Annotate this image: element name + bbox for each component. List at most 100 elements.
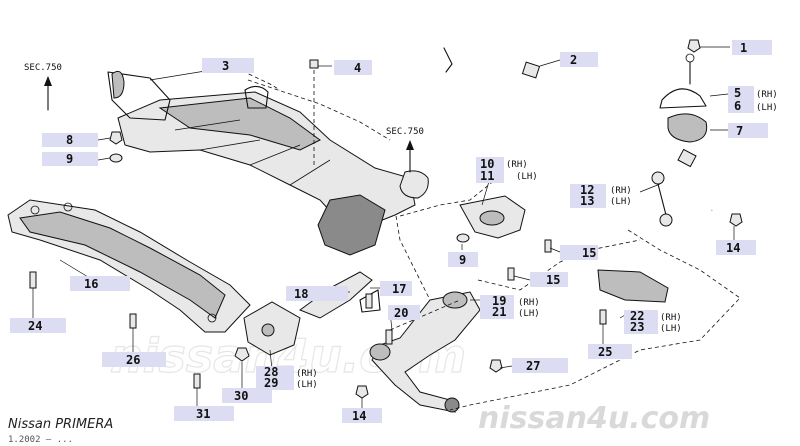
svg-text:25: 25 bbox=[598, 345, 612, 359]
side-bracket bbox=[597, 269, 669, 303]
svg-text:24: 24 bbox=[28, 319, 42, 333]
nut-30 bbox=[234, 347, 250, 390]
svg-text:14: 14 bbox=[726, 241, 740, 255]
svg-text:9: 9 bbox=[66, 152, 73, 166]
svg-text:(RH): (RH) bbox=[296, 369, 318, 379]
svg-text:(LH): (LH) bbox=[518, 309, 540, 319]
bolt-20 bbox=[385, 329, 393, 345]
callout-19: 19 (RH) bbox=[480, 294, 540, 308]
svg-text:28: 28 bbox=[264, 365, 278, 379]
stabilizer-connecting-rod bbox=[651, 171, 673, 227]
svg-text:26: 26 bbox=[126, 353, 140, 367]
bolt-31 bbox=[193, 373, 201, 406]
bolt-1 bbox=[687, 39, 701, 53]
nut-27 bbox=[489, 359, 503, 373]
callout-30: 30 bbox=[222, 388, 272, 403]
callout-10: 10 (RH) bbox=[476, 157, 528, 171]
nut-14a bbox=[729, 213, 743, 227]
sec-ref-center-label: SEC.750 bbox=[386, 127, 424, 137]
bolt-15b bbox=[507, 267, 515, 281]
svg-text:(LH): (LH) bbox=[296, 380, 318, 390]
bolt-24 bbox=[29, 271, 37, 318]
callout-29: 29(LH) bbox=[256, 376, 318, 390]
bolt-15a bbox=[544, 239, 552, 253]
callout-16: 16 bbox=[70, 276, 130, 291]
svg-text:4: 4 bbox=[354, 61, 361, 75]
callout-13: 13(LH) bbox=[570, 194, 632, 208]
callout-20: 20 bbox=[388, 305, 420, 320]
svg-text:15: 15 bbox=[546, 273, 560, 287]
svg-text:(LH): (LH) bbox=[660, 324, 682, 334]
svg-text:(LH): (LH) bbox=[610, 197, 632, 207]
callout-23: 23(LH) bbox=[624, 320, 682, 334]
callout-14a: 14 bbox=[716, 240, 756, 255]
callout-14b: 14 bbox=[342, 408, 382, 423]
callout-15b: 15 bbox=[530, 272, 568, 287]
svg-text:(LH): (LH) bbox=[756, 103, 778, 113]
callout-17: 17 bbox=[380, 281, 412, 296]
nut-8 bbox=[109, 131, 123, 145]
svg-text:22: 22 bbox=[630, 309, 644, 323]
svg-text:9: 9 bbox=[459, 253, 466, 267]
svg-text:17: 17 bbox=[392, 282, 406, 296]
svg-text:27: 27 bbox=[526, 359, 540, 373]
callout-26: 26 bbox=[102, 352, 166, 367]
callout-9a: 9 bbox=[42, 152, 98, 166]
callout-3: 3 bbox=[202, 58, 254, 73]
svg-text:7: 7 bbox=[736, 124, 743, 138]
svg-text:30: 30 bbox=[234, 389, 248, 403]
bolt-25 bbox=[599, 309, 607, 346]
callout-22: 22 (RH) bbox=[624, 309, 682, 323]
callout-27: 27 bbox=[512, 358, 568, 373]
front-subframe bbox=[107, 70, 429, 256]
svg-text:(RH): (RH) bbox=[518, 298, 540, 308]
callout-8: 8 bbox=[42, 133, 98, 147]
callout-7: 7 bbox=[728, 123, 768, 138]
alignment-dashed-lines bbox=[235, 67, 741, 411]
callout-6: 6 (LH) bbox=[728, 99, 778, 113]
lower-crossmember bbox=[7, 199, 251, 333]
svg-text:15: 15 bbox=[582, 246, 596, 260]
svg-text:3: 3 bbox=[222, 59, 229, 73]
bolt-17 bbox=[365, 293, 373, 309]
svg-text:5: 5 bbox=[734, 86, 741, 100]
callout-15a: 15 bbox=[560, 245, 598, 260]
footer-edition: 1.2002 – ... bbox=[8, 435, 73, 445]
svg-text:1: 1 bbox=[740, 41, 747, 55]
callout-11: 11 (LH) bbox=[476, 169, 538, 183]
svg-text:20: 20 bbox=[394, 306, 408, 320]
svg-text:(LH): (LH) bbox=[516, 172, 538, 182]
callout-2: 2 bbox=[560, 52, 598, 67]
svg-text:10: 10 bbox=[480, 157, 494, 171]
svg-text:11: 11 bbox=[480, 169, 494, 183]
washer-9a bbox=[109, 153, 123, 163]
callout-25: 25 bbox=[588, 344, 632, 359]
sec-ref-left: SEC.750 bbox=[24, 63, 62, 111]
svg-text:6: 6 bbox=[734, 99, 741, 113]
upper-link-bracket bbox=[459, 195, 526, 239]
callout-24: 24 bbox=[10, 318, 66, 333]
svg-text:8: 8 bbox=[66, 133, 73, 147]
svg-text:(RH): (RH) bbox=[506, 160, 528, 170]
watermark-large: nissan4u.com bbox=[478, 401, 710, 436]
sec-ref-left-label: SEC.750 bbox=[24, 63, 62, 73]
bolt-26 bbox=[129, 313, 137, 352]
stabilizer-bar bbox=[443, 46, 722, 211]
callout-12: 12(RH) bbox=[570, 183, 632, 197]
link-mounting-bracket bbox=[243, 301, 301, 356]
svg-text:2: 2 bbox=[570, 53, 577, 67]
nut-14b bbox=[355, 385, 369, 399]
svg-text:(RH): (RH) bbox=[660, 313, 682, 323]
svg-text:19: 19 bbox=[492, 294, 506, 308]
svg-text:31: 31 bbox=[196, 407, 210, 421]
svg-text:21: 21 bbox=[492, 305, 506, 319]
washer-9b bbox=[456, 233, 470, 243]
svg-text:(RH): (RH) bbox=[756, 90, 778, 100]
callout-4: 4 bbox=[334, 60, 372, 75]
callout-1: 1 bbox=[732, 40, 772, 55]
svg-text:14: 14 bbox=[352, 409, 366, 423]
svg-text:12: 12 bbox=[580, 183, 594, 197]
callout-9b: 9 bbox=[448, 252, 478, 267]
stabilizer-clamp-bushing bbox=[659, 53, 708, 143]
